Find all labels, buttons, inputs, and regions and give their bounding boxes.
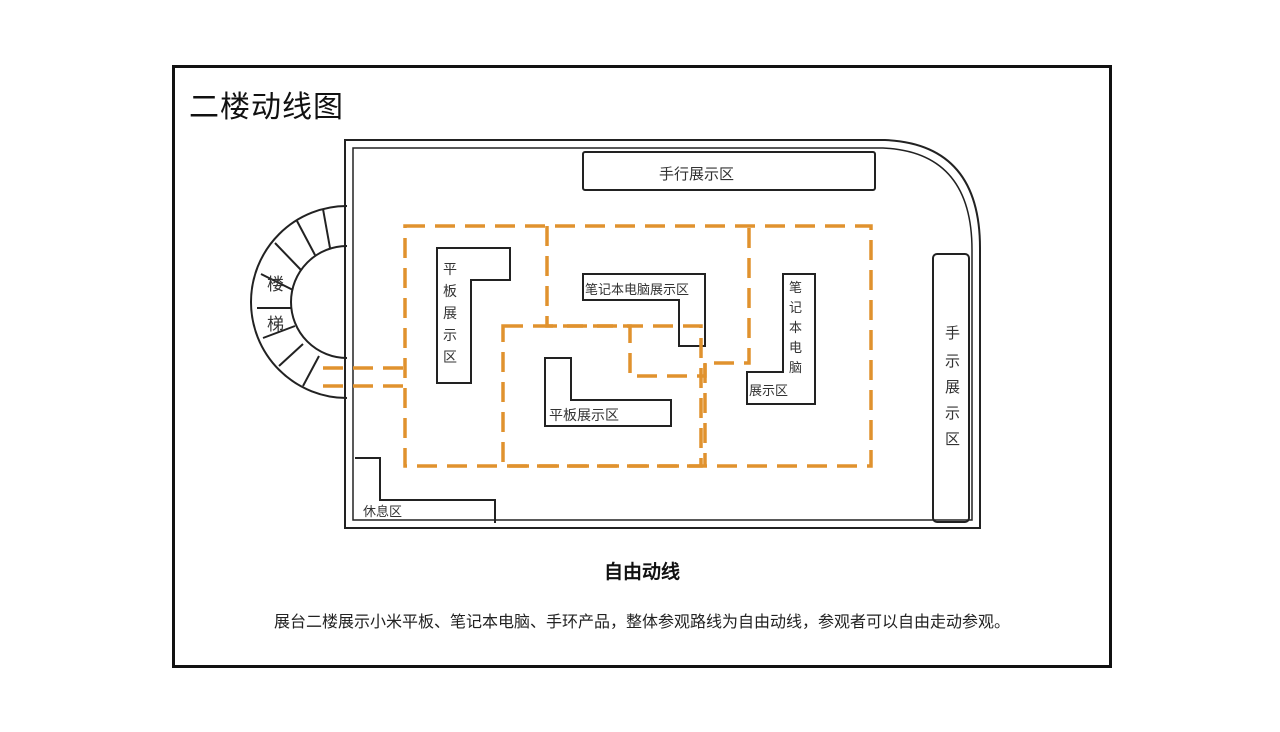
- svg-text:区: 区: [443, 350, 457, 366]
- rest-area: [355, 457, 496, 523]
- tablet-center-label: 平板展示区: [549, 408, 619, 424]
- floor-plan: 楼 梯 手行展示区 手 示 展 示 区 平 板 展 示 区 笔记本电脑展示区 笔: [250, 139, 981, 529]
- svg-text:电: 电: [789, 341, 802, 356]
- svg-text:脑: 脑: [789, 361, 802, 376]
- svg-text:板: 板: [443, 284, 457, 300]
- rest-area-label: 休息区: [363, 504, 402, 520]
- diagram-caption: 自由动线: [603, 561, 680, 583]
- page-title: 二楼动线图: [189, 90, 344, 125]
- stairs: [250, 205, 348, 399]
- laptop-center-label: 笔记本电脑展示区: [585, 282, 689, 298]
- svg-text:手: 手: [945, 324, 960, 342]
- laptop-right-label-2: 展示区: [749, 384, 788, 399]
- tablet-center-counter: [544, 357, 672, 427]
- svg-text:区: 区: [945, 430, 960, 448]
- laptop-center-counter: [582, 273, 706, 347]
- svg-text:示: 示: [945, 352, 960, 370]
- svg-text:平: 平: [443, 262, 457, 278]
- svg-text:笔: 笔: [789, 280, 802, 296]
- tablet-left-label: 平 板 展 示 区: [443, 262, 457, 366]
- stairs-label-2: 梯: [267, 315, 284, 335]
- diagram-description: 展台二楼展示小米平板、笔记本电脑、手环产品，整体参观路线为自由动线，参观者可以自…: [273, 612, 1010, 631]
- right-zone-counter: [932, 253, 970, 523]
- svg-text:展: 展: [945, 378, 960, 396]
- laptop-right-label: 笔 记 本 电 脑: [789, 280, 802, 376]
- svg-text:展: 展: [443, 306, 457, 322]
- stairs-label: 楼: [267, 275, 284, 295]
- svg-text:记: 记: [789, 301, 802, 316]
- svg-text:示: 示: [443, 328, 457, 344]
- outer-wall: [344, 139, 981, 529]
- tablet-left-counter: [436, 247, 511, 384]
- top-zone-counter: [582, 151, 876, 191]
- top-zone-label: 手行展示区: [659, 165, 734, 183]
- svg-text:示: 示: [945, 404, 960, 422]
- diagram-frame: 二楼动线图 楼 梯 手行展示区 手 示 展: [172, 65, 1112, 668]
- svg-text:本: 本: [789, 321, 802, 336]
- visitor-route: [323, 224, 873, 468]
- right-zone-label: 手 示 展 示 区: [945, 324, 960, 448]
- laptop-right-counter: [746, 273, 816, 405]
